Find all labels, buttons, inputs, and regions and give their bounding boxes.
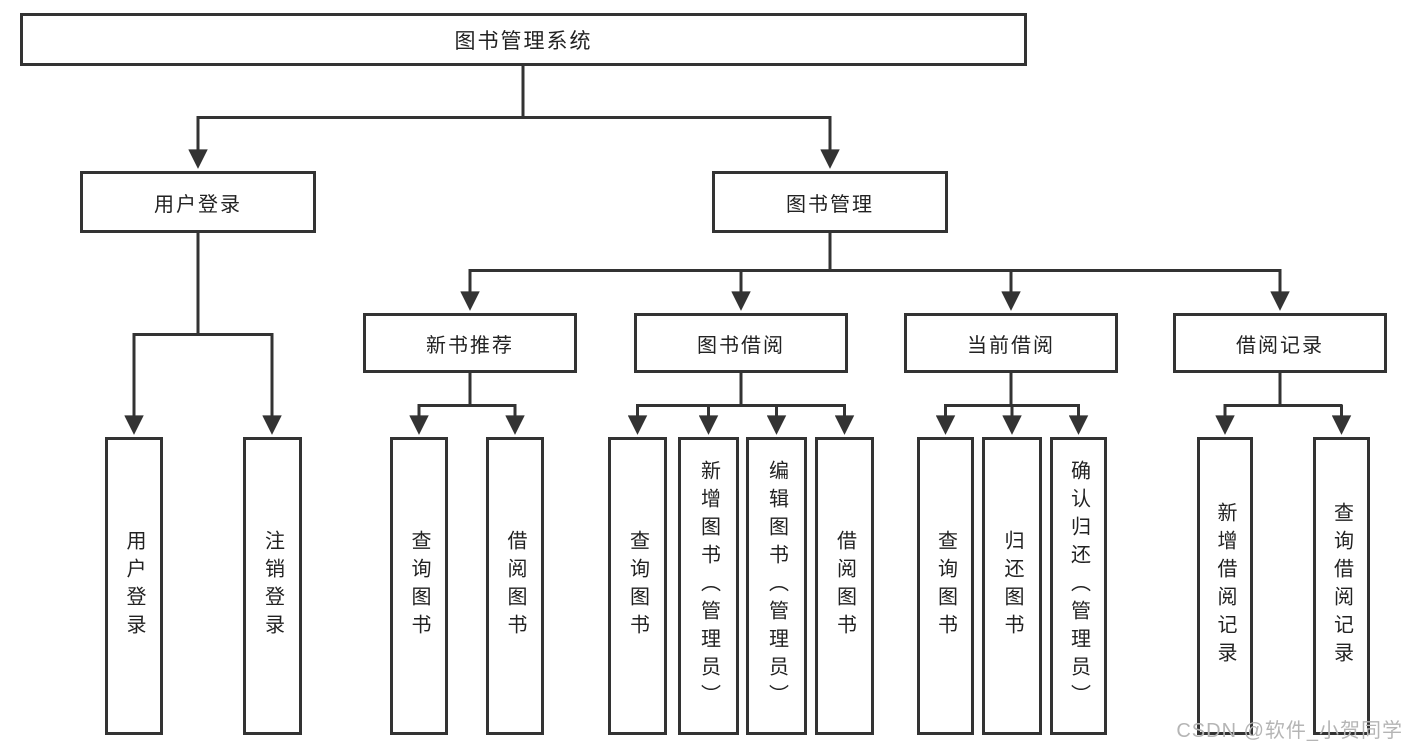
leaf-newbooks-query-books-label: 查询图书: [408, 530, 430, 642]
node-borrowing-records: 借阅记录: [1173, 313, 1387, 373]
edge-current-borrowing-to-leaves: [935, 373, 1089, 435]
leaf-user-login-label: 用户登录: [123, 530, 145, 642]
leaf-borrowing-query-books-label: 查询图书: [626, 530, 649, 642]
leaf-newbooks-borrow-books-label: 借阅图书: [504, 530, 526, 642]
leaf-current-confirm-return-admin: 确认归还（管理员）: [1050, 437, 1107, 735]
node-book-management: 图书管理: [712, 171, 948, 233]
edge-book-mgmt-to-level3: [460, 233, 1290, 311]
leaf-user-login: 用户登录: [105, 437, 163, 735]
edge-root-to-level2: [188, 66, 840, 169]
node-current-borrowing-label: 当前借阅: [967, 334, 1055, 357]
leaf-borrowing-add-books-admin-label: 新增图书（管理员）: [697, 460, 720, 712]
leaf-logout: 注销登录: [243, 437, 302, 735]
leaf-records-add-record-label: 新增借阅记录: [1214, 502, 1236, 670]
node-current-borrowing: 当前借阅: [904, 313, 1118, 373]
node-root: 图书管理系统: [20, 13, 1027, 66]
leaf-current-query-books-label: 查询图书: [934, 530, 957, 642]
leaf-records-add-record: 新增借阅记录: [1197, 437, 1253, 735]
leaf-logout-label: 注销登录: [261, 530, 284, 642]
node-book-management-label: 图书管理: [786, 193, 874, 216]
leaf-current-return-books: 归还图书: [982, 437, 1042, 735]
node-user-login: 用户登录: [80, 171, 316, 233]
edge-borrowing-records-to-leaves: [1215, 373, 1352, 435]
node-root-label: 图书管理系统: [454, 29, 593, 53]
csdn-watermark: CSDN @软件_小贺同学: [1176, 720, 1403, 742]
leaf-borrowing-query-books: 查询图书: [608, 437, 667, 735]
leaf-records-query-record: 查询借阅记录: [1313, 437, 1370, 735]
node-user-login-label: 用户登录: [154, 193, 242, 216]
leaf-current-query-books: 查询图书: [917, 437, 974, 735]
leaf-borrowing-edit-books-admin-label: 编辑图书（管理员）: [765, 460, 788, 712]
leaf-borrowing-add-books-admin: 新增图书（管理员）: [678, 437, 739, 735]
node-book-borrowing: 图书借阅: [634, 313, 848, 373]
leaf-borrowing-borrow-books-label: 借阅图书: [833, 530, 856, 642]
leaf-newbooks-query-books: 查询图书: [390, 437, 448, 735]
edge-new-books-to-leaves: [409, 373, 525, 435]
node-new-books-label: 新书推荐: [426, 334, 514, 357]
leaf-borrowing-borrow-books: 借阅图书: [815, 437, 874, 735]
node-new-books: 新书推荐: [363, 313, 577, 373]
edge-user-login-to-leaves: [124, 233, 282, 435]
node-book-borrowing-label: 图书借阅: [697, 334, 785, 357]
leaf-records-query-record-label: 查询借阅记录: [1330, 502, 1353, 670]
leaf-current-confirm-return-admin-label: 确认归还（管理员）: [1067, 460, 1090, 712]
node-borrowing-records-label: 借阅记录: [1236, 334, 1324, 357]
leaf-current-return-books-label: 归还图书: [1001, 530, 1023, 642]
leaf-newbooks-borrow-books: 借阅图书: [486, 437, 544, 735]
leaf-borrowing-edit-books-admin: 编辑图书（管理员）: [746, 437, 807, 735]
edge-book-borrowing-to-leaves: [627, 373, 855, 435]
